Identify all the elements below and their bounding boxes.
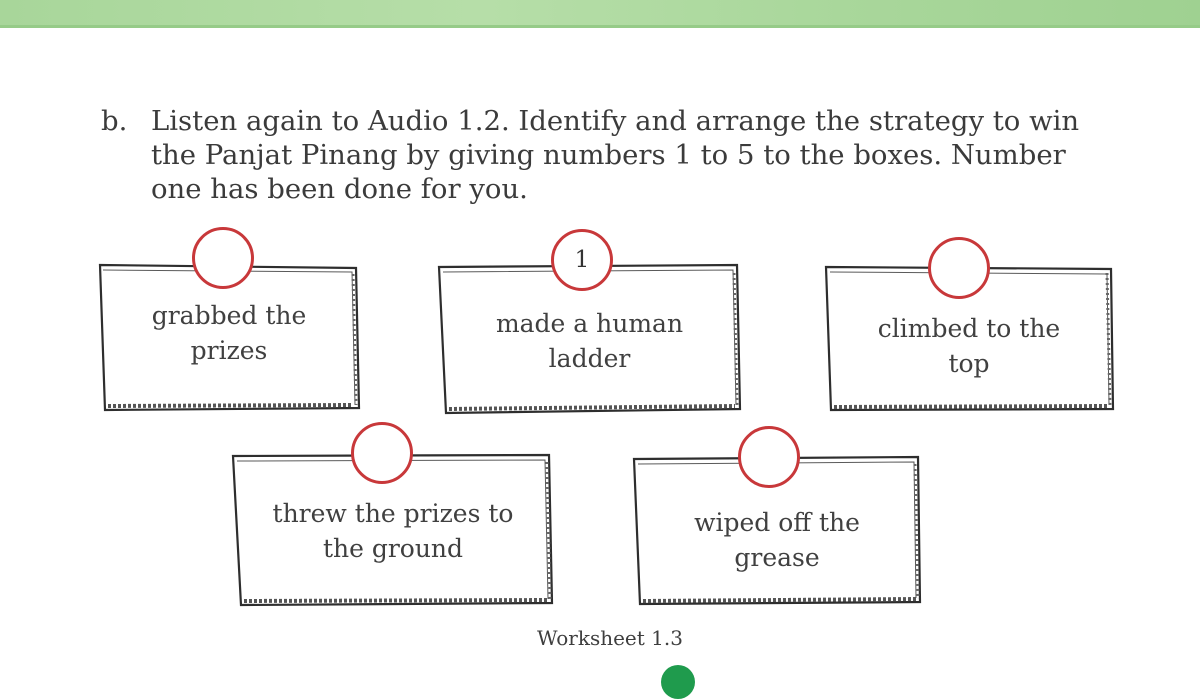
number-circle[interactable] (351, 422, 413, 484)
instruction-text: Listen again to Audio 1.2. Identify and … (151, 105, 1080, 205)
card-label: climbed to the top (877, 314, 1061, 378)
instruction-marker: b. (101, 105, 128, 137)
strategy-card: climbed to the top (823, 265, 1115, 413)
card-label: made a human ladder (495, 309, 684, 373)
card-frame (632, 455, 922, 606)
strategy-card: threw the prizes to the ground (231, 453, 555, 608)
strategy-card: made a human ladder (437, 263, 742, 415)
card-label: grabbed the prizes (151, 301, 307, 365)
card-frame (231, 453, 554, 607)
card-label: wiped off the grease (694, 508, 860, 572)
page-indicator-dot (661, 665, 695, 699)
header-band (0, 0, 1200, 28)
card-frame (437, 263, 742, 415)
card-frame (824, 265, 1115, 412)
number-circle[interactable] (738, 426, 800, 488)
number-circle[interactable]: 1 (551, 229, 613, 291)
card-label: threw the prizes to the ground (272, 499, 514, 563)
strategy-card: grabbed the prizes (98, 262, 361, 412)
card-frame (98, 263, 361, 412)
number-circle[interactable] (928, 237, 990, 299)
worksheet-caption: Worksheet 1.3 (537, 626, 683, 650)
number-circle[interactable] (192, 227, 254, 289)
strategy-card: wiped off the grease (631, 455, 923, 607)
